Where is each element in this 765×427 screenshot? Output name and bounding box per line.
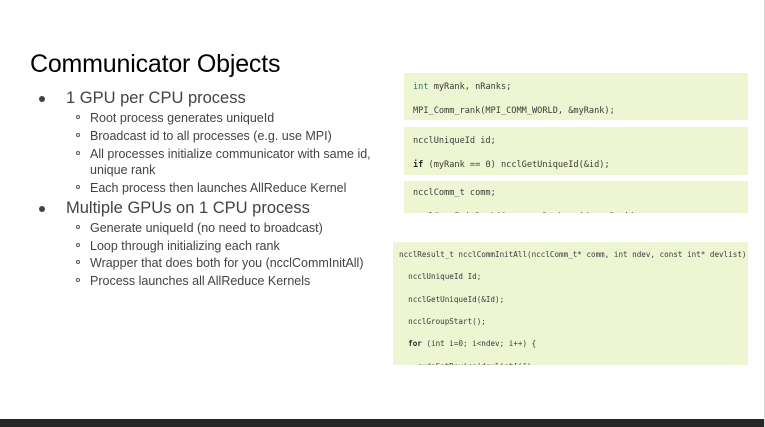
code-line: ncclCommInitRank(&comm, nRanks, id, myRa… (413, 211, 748, 213)
sub-bullet-item: Root process generates uniqueId (66, 110, 390, 127)
code-line: cudaSetDevice(devlist[i]); (399, 361, 748, 365)
page-title: Communicator Objects (30, 49, 281, 78)
sub-bullet-item: Each process then launches AllReduce Ker… (66, 180, 390, 197)
code-line: ncclComm_t comm; (413, 187, 496, 198)
sub-bullet-item: Process launches all AllReduce Kernels (66, 273, 390, 290)
code-line: ncclResult_t ncclCommInitAll(ncclComm_t*… (399, 249, 748, 259)
code-line: ncclUniqueId Id; (399, 272, 482, 282)
sub-bullet-item: All processes initialize communicator wi… (66, 146, 390, 179)
code-line: for (int i=0; i<ndev; i++) { (408, 339, 537, 349)
bullet-list-level2: Root process generates uniqueId Broadcas… (66, 110, 390, 196)
code-block-mpi-rank-size: int myRank, nRanks; MPI_Comm_rank(MPI_CO… (404, 72, 748, 120)
code-keyword: int (413, 81, 429, 92)
bullet-item-multiple-gpus-on-1-cpu-process: Multiple GPUs on 1 CPU process Generate … (30, 198, 390, 290)
bullet-list-level1: 1 GPU per CPU process Root process gener… (30, 88, 390, 290)
sub-bullet-item: Broadcast id to all processes (e.g. use … (66, 128, 390, 145)
sub-bullet-item: Wrapper that does both for you (ncclComm… (66, 255, 390, 272)
code-keyword: if (413, 160, 424, 170)
code-keyword: for (408, 339, 422, 349)
slide-footer-bar (0, 419, 764, 427)
code-block-comm-init-all: ncclResult_t ncclCommInitAll(ncclComm_t*… (393, 241, 748, 365)
code-line: MPI_Comm_rank(MPI_COMM_WORLD, &myRank); (413, 106, 615, 116)
code-line: int myRank, nRanks; (413, 81, 512, 92)
bullet-item-1-gpu-per-cpu-process: 1 GPU per CPU process Root process gener… (30, 88, 390, 197)
code-line: if (myRank == 0) ncclGetUniqueId(&id); (413, 160, 610, 170)
code-block-comm-init-rank: ncclComm_t comm; ncclCommInitRank(&comm,… (404, 180, 748, 213)
bullet-content-column: 1 GPU per CPU process Root process gener… (30, 88, 390, 291)
bullet-label: Multiple GPUs on 1 CPU process (66, 198, 310, 217)
bullet-label: 1 GPU per CPU process (66, 89, 246, 107)
code-line: ncclGroupStart(); (399, 317, 486, 326)
bullet-list-level2: Generate uniqueId (no need to broadcast)… (66, 220, 390, 290)
code-block-unique-id-bcast: ncclUniqueId id; if (myRank == 0) ncclGe… (404, 126, 748, 175)
sub-bullet-item: Generate uniqueId (no need to broadcast) (66, 220, 390, 237)
code-line: ncclGetUniqueId(&Id); (399, 294, 505, 304)
code-line: ncclUniqueId id; (413, 135, 496, 146)
sub-bullet-item: Loop through initializing each rank (66, 238, 390, 255)
